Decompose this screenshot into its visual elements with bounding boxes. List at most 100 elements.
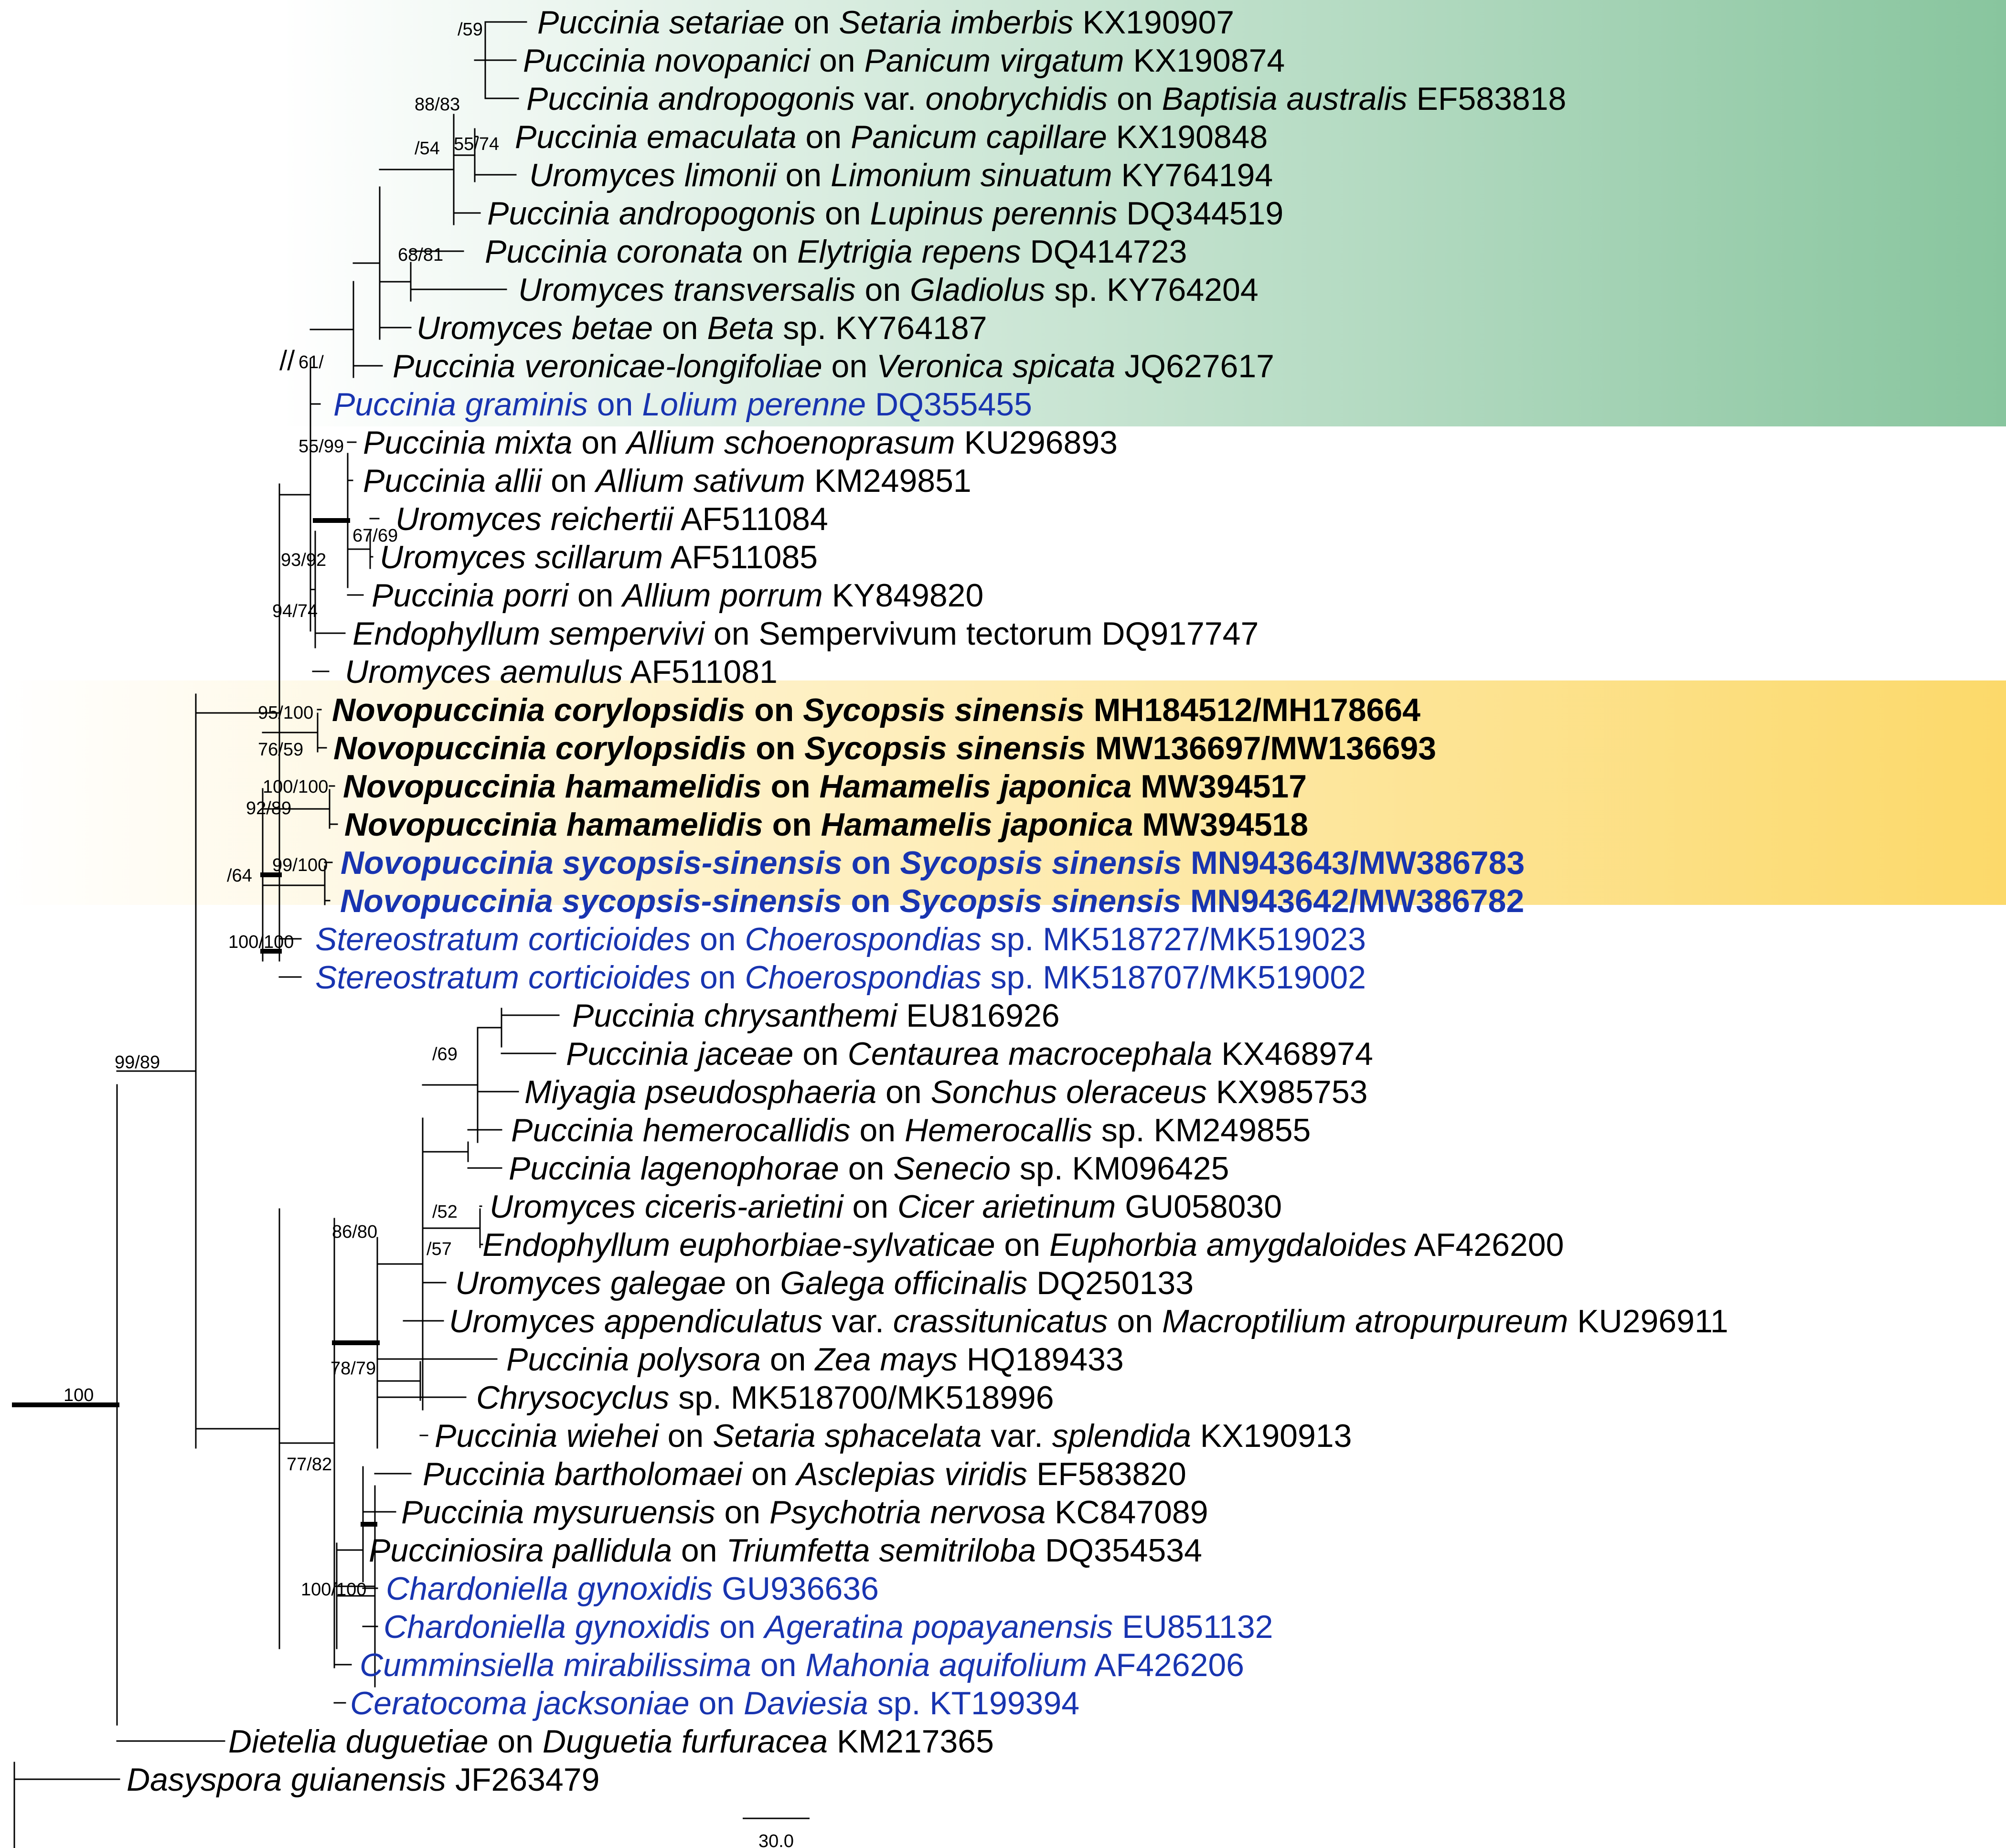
tip-label-part: Allium sativum: [594, 463, 805, 499]
tip-label-part: Puccinia graminis: [333, 386, 588, 423]
tip-label: Uromyces reichertii AF511084: [395, 501, 828, 537]
tip-label-part: on: [856, 272, 910, 308]
tip-label-part: Stereostratum corticioides: [315, 959, 691, 996]
tip-label: Uromyces betae on Beta sp. KY764187: [416, 310, 987, 346]
tip-label-part: Panicum capillare: [851, 119, 1107, 155]
tip-label-part: Puccinia bartholomaei: [423, 1456, 743, 1492]
tip-label-part: Cumminsiella mirabilissima: [360, 1647, 751, 1683]
support-value: 99/89: [115, 1052, 160, 1073]
tip-label-part: Novopuccinia sycopsis-sinensis: [341, 845, 843, 881]
tip-label-part: AF426200: [1407, 1227, 1564, 1263]
tip-label: Puccinia setariae on Setaria imberbis KX…: [537, 4, 1234, 41]
tip-label: Novopuccinia hamamelidis on Hamamelis ja…: [344, 807, 1308, 843]
tip-label-part: KM249851: [805, 463, 971, 499]
tip-label-part: Lolium perenne: [642, 386, 866, 423]
tip-label: Puccinia polysora on Zea mays HQ189433: [506, 1341, 1124, 1378]
tip-label-part: var.: [855, 81, 925, 117]
tip-label-part: on: [710, 1609, 764, 1645]
tip-label-part: Uromyces appendiculatus: [449, 1303, 822, 1339]
tip-label-part: Puccinia setariae: [537, 4, 785, 41]
tip-label-part: KM217365: [828, 1723, 994, 1760]
tip-label-part: Sycopsis sinensis: [804, 730, 1086, 766]
tip-label: Novopuccinia corylopsidis on Sycopsis si…: [333, 730, 1436, 766]
tip-label: Puccinia wiehei on Setaria sphacelata va…: [435, 1418, 1352, 1454]
tip-label: Puccinia graminis on Lolium perenne DQ35…: [333, 386, 1032, 423]
tip-label-part: on: [691, 921, 745, 957]
support-value: 55/99: [299, 436, 344, 457]
tip-label-part: on: [777, 157, 831, 193]
tip-label-part: GU058030: [1116, 1189, 1282, 1225]
tip-label-part: Puccinia polysora: [506, 1341, 761, 1378]
tip-label: Uromyces ciceris-arietini on Cicer ariet…: [490, 1189, 1282, 1225]
tip-label-part: Allium porrum: [620, 577, 822, 614]
tip-label-part: on: [653, 310, 707, 346]
tip-label: Chardoniella gynoxidis on Ageratina popa…: [384, 1609, 1273, 1645]
support-value: 61/: [299, 352, 324, 372]
tip-label-part: KY849820: [823, 577, 984, 614]
tip-label-part: Hamamelis japonica: [820, 768, 1132, 805]
tip-label-part: Novopuccinia corylopsidis: [333, 730, 747, 766]
tip-label-part: Choerospondias: [745, 921, 982, 957]
tip-label-part: Puccinia lagenophorae: [509, 1150, 839, 1187]
tip-label-part: on: [1108, 1303, 1162, 1339]
tip-label: Uromyces limonii on Limonium sinuatum KY…: [529, 157, 1273, 193]
tip-label: Chrysocyclus sp. MK518700/MK518996: [476, 1380, 1054, 1416]
tip-label: Novopuccinia sycopsis-sinensis on Sycops…: [340, 883, 1524, 919]
support-value: 68/81: [398, 245, 443, 265]
support-value: /57: [427, 1239, 452, 1259]
tip-label-part: splendida: [1052, 1418, 1191, 1454]
tip-label-part: on: [690, 1685, 744, 1721]
tip-label-part: on: [568, 577, 622, 614]
tip-label-part: Uromyces scillarum: [380, 539, 663, 575]
tip-label-part: JQ627617: [1115, 348, 1274, 384]
tip-label-part: var.: [822, 1303, 893, 1339]
tip-label-part: sp. MK518700/MK518996: [669, 1380, 1054, 1416]
tip-label: Puccinia lagenophorae on Senecio sp. KM0…: [509, 1150, 1229, 1187]
tip-label-part: KX190907: [1074, 4, 1235, 41]
tip-label: Puccinia emaculata on Panicum capillare …: [515, 119, 1268, 155]
tip-label-part: KU296893: [955, 425, 1118, 461]
support-value: /59: [458, 20, 483, 40]
tip-label-part: on Sempervivum tectorum DQ917747: [704, 616, 1259, 652]
tip-label: Puccinia bartholomaei on Asclepias virid…: [423, 1456, 1186, 1492]
tip-label-part: on: [572, 425, 626, 461]
tip-label-part: sp. KY764187: [774, 310, 987, 346]
tip-label-part: on: [761, 1341, 815, 1378]
support-value: 99/100: [272, 855, 328, 875]
support-value: /69: [432, 1044, 458, 1064]
tip-label-part: Pucciniosira pallidula: [369, 1532, 672, 1569]
tip-label-part: on: [763, 807, 821, 843]
tip-label: Puccinia hemerocallidis on Hemerocallis …: [511, 1112, 1311, 1148]
tip-label-part: KX985753: [1207, 1074, 1368, 1110]
tip-label-part: on: [810, 42, 864, 79]
tip-label-part: Asclepias viridis: [794, 1456, 1027, 1492]
tip-label-part: GU936636: [713, 1571, 879, 1607]
tip-label: Pucciniosira pallidula on Triumfetta sem…: [369, 1532, 1202, 1569]
tip-label-part: Novopuccinia hamamelidis: [343, 768, 762, 805]
tip-label-part: Sycopsis sinensis: [900, 845, 1182, 881]
tip-label-part: Sycopsis sinensis: [803, 692, 1085, 728]
tip-label-part: on: [793, 1036, 847, 1072]
tip-label-part: Triumfetta semitriloba: [726, 1532, 1036, 1569]
tip-label: Puccinia coronata on Elytrigia repens DQ…: [485, 234, 1187, 270]
tip-label-part: KC847089: [1046, 1494, 1208, 1530]
support-value: 100/100: [301, 1580, 366, 1600]
tip-label-part: Uromyces transversalis: [518, 272, 856, 308]
tip-label-part: Chardoniella gynoxidis: [384, 1609, 710, 1645]
tip-label: Dasyspora guianensis JF263479: [127, 1762, 599, 1798]
tip-label-part: Chardoniella gynoxidis: [386, 1571, 713, 1607]
tip-label-part: Setaria imberbis: [839, 4, 1073, 41]
tip-label-part: Euphorbia amygdaloides: [1049, 1227, 1407, 1263]
tip-label: Puccinia jaceae on Centaurea macrocephal…: [566, 1036, 1373, 1072]
tip-label-part: Puccinia wiehei: [435, 1418, 660, 1454]
tip-label-part: Setaria sphacelata: [713, 1418, 982, 1454]
highlight-green-clade: [282, 0, 2006, 426]
tip-label-part: on: [588, 386, 642, 423]
tip-label-part: Uromyces betae: [416, 310, 653, 346]
tip-label: Novopuccinia hamamelidis on Hamamelis ja…: [343, 768, 1307, 805]
tip-label: Endophyllum euphorbiae-sylvaticae on Eup…: [482, 1227, 1564, 1263]
tip-label: Puccinia mysuruensis on Psychotria nervo…: [401, 1494, 1208, 1530]
tip-label-part: MH184512/MH178664: [1085, 692, 1420, 728]
tip-label-part: Dasyspora guianensis: [127, 1762, 446, 1798]
